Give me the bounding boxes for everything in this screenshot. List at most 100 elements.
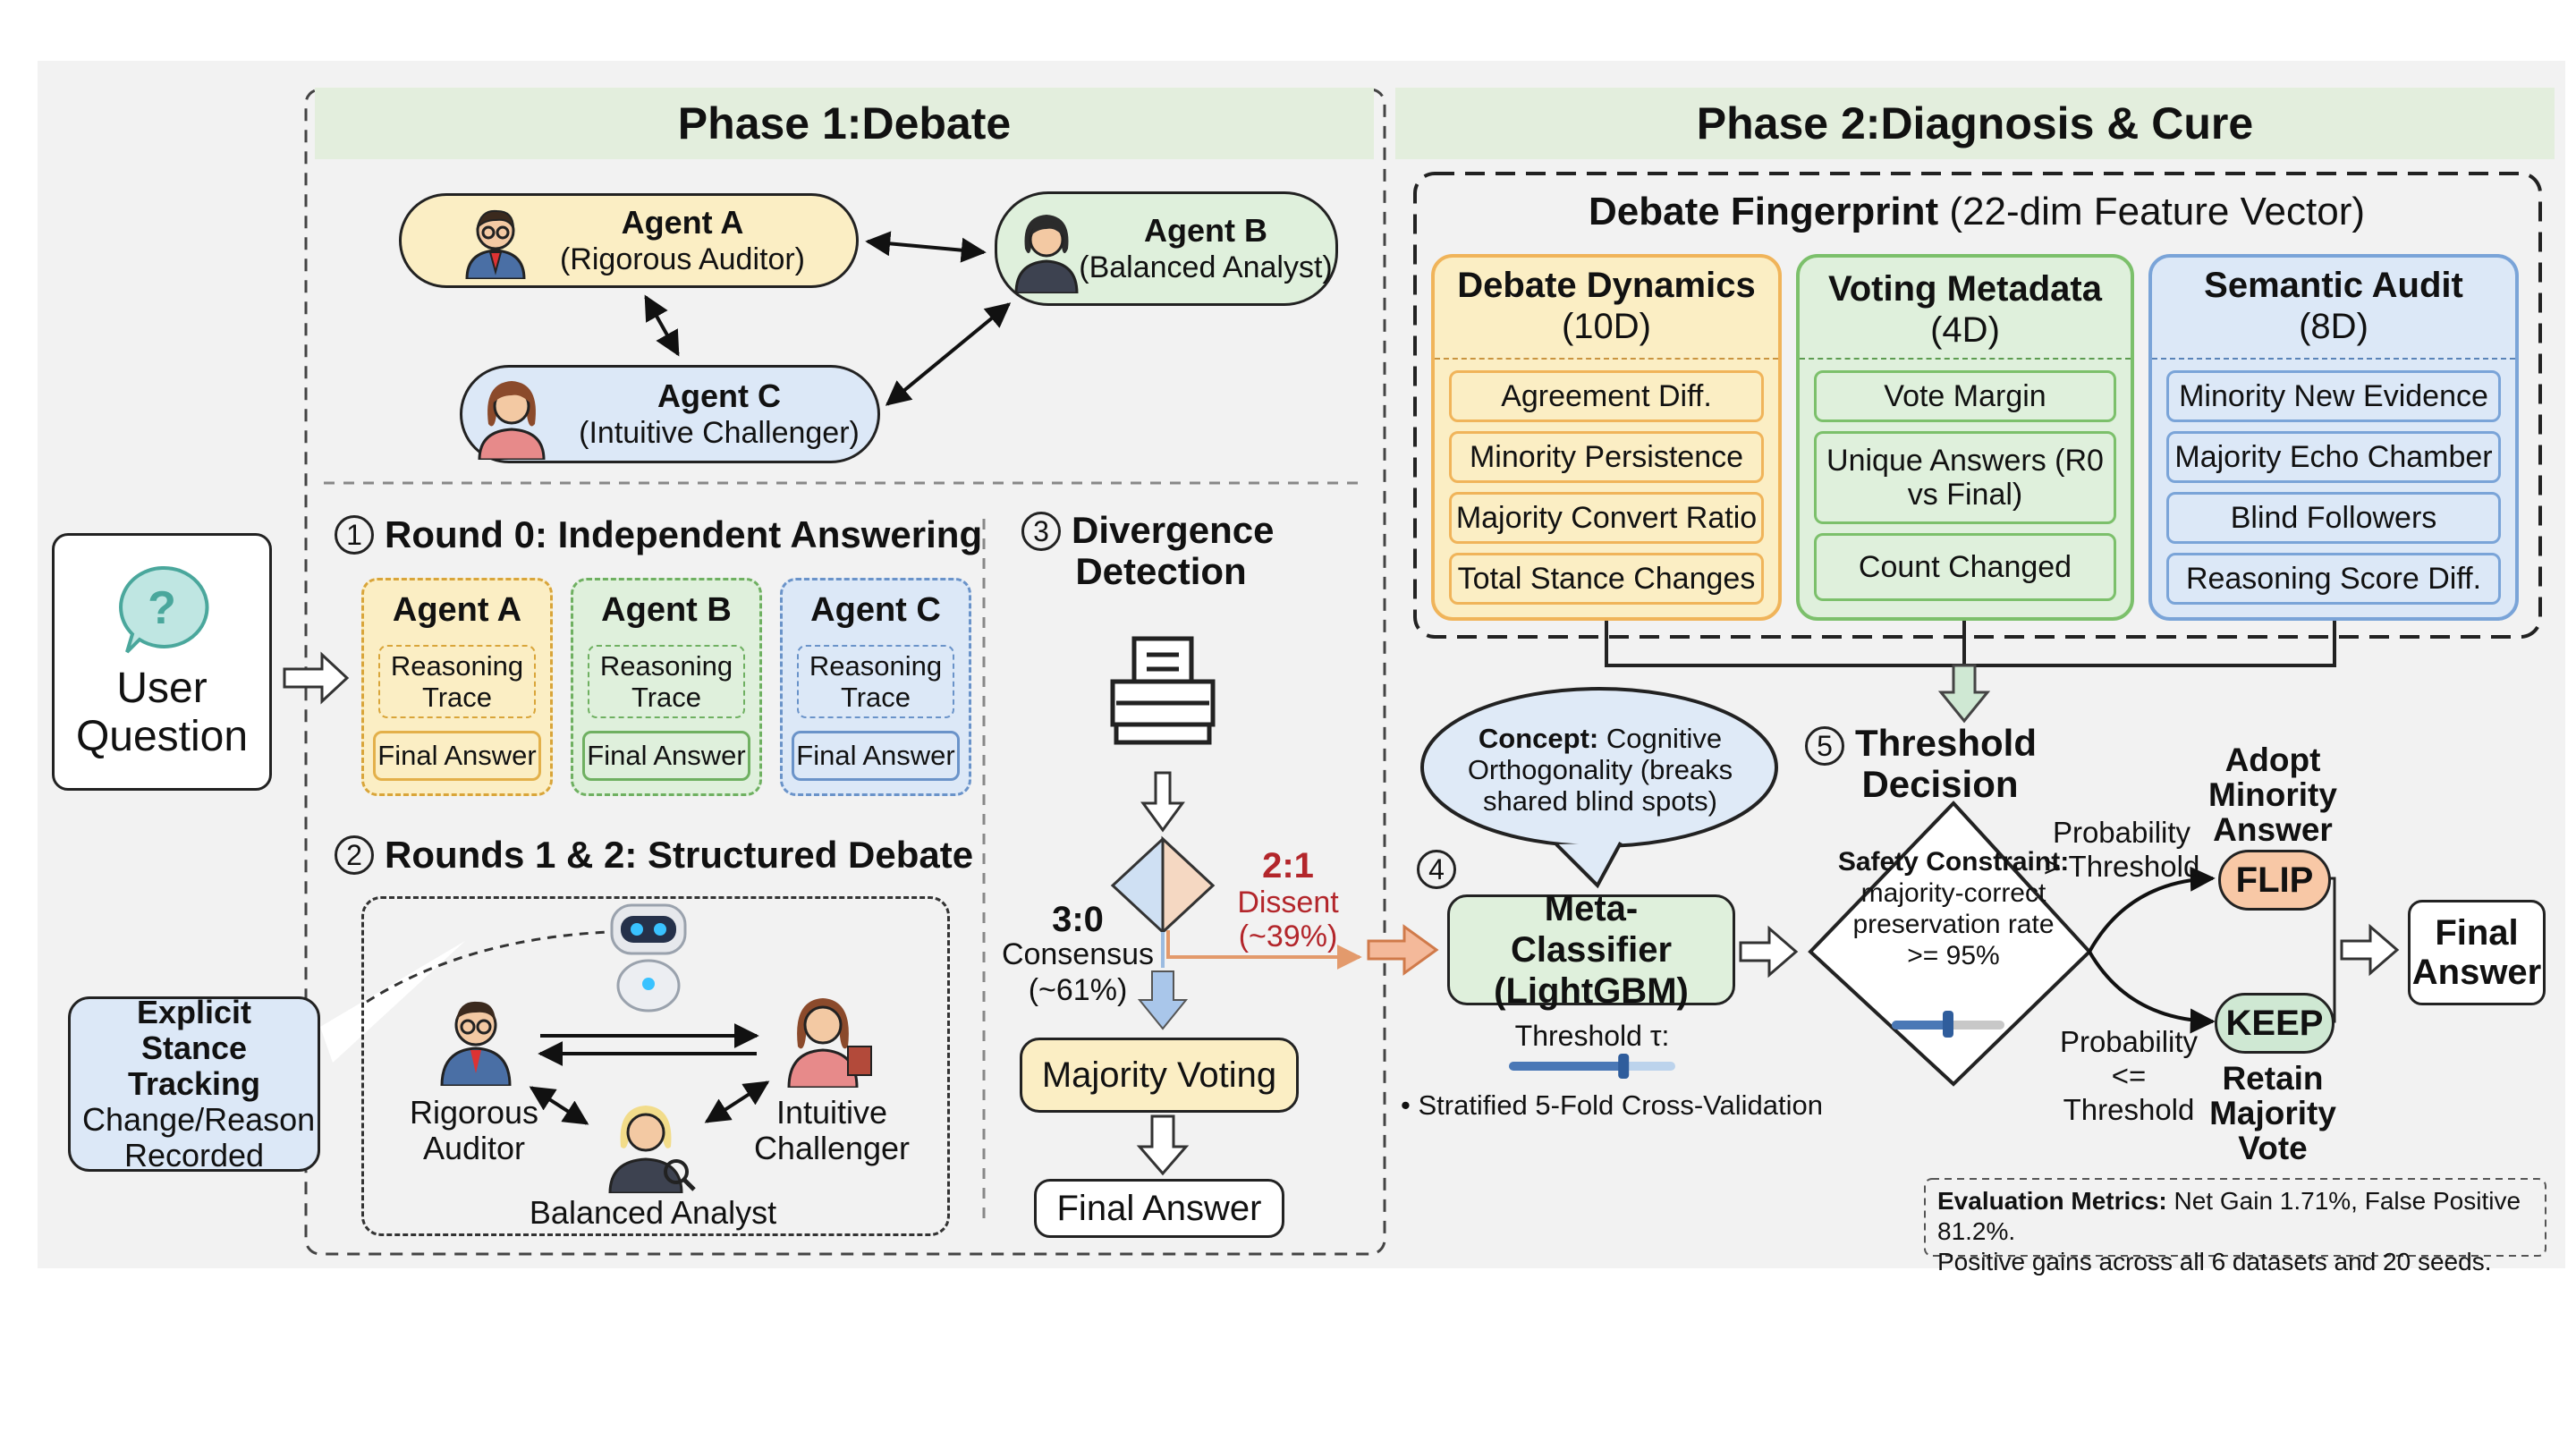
stance-callout-pointer <box>320 941 465 1063</box>
prob-le-label: Probability <= Threshold <box>2059 1025 2199 1126</box>
consensus-pct: (~61%) <box>1028 973 1128 1007</box>
fingerprint-bracket <box>1605 621 2336 667</box>
dissent-line <box>1166 930 1362 970</box>
arrow-voting-down <box>1136 1114 1190 1176</box>
voting-metadata-column: Voting Metadata (4D) Vote Margin Unique … <box>1796 254 2134 621</box>
user-question-label: User Question <box>75 665 249 760</box>
dissent-label: Dissent <box>1237 886 1339 919</box>
cv-note: • Stratified 5-Fold Cross-Validation <box>1401 1089 1824 1121</box>
feature-majority-convert-ratio: Majority Convert Ratio <box>1449 492 1764 544</box>
round0-agent-c-box: Agent C Reasoning Trace Final Answer <box>780 578 971 796</box>
threshold-title-text: Threshold Decision <box>1855 722 2038 805</box>
dissent-pct: (~39%) <box>1238 919 1338 953</box>
threshold-diamond <box>1808 801 2092 1087</box>
concept-bubble-tail <box>1555 842 1623 889</box>
safety-constraint-body: majority-correct preservation rate >= 95… <box>1852 878 2055 970</box>
feature-minority-new-evidence: Minority New Evidence <box>2166 370 2501 422</box>
evaluation-line-1: Evaluation Metrics: Net Gain 1.71%, Fals… <box>1937 1186 2546 1247</box>
divergence-diamond-right <box>1161 835 1216 936</box>
arrow-dissent-to-meta <box>1367 924 1439 976</box>
prob-gt-label: Probability > Threshold <box>2043 816 2200 883</box>
round0-agent-c-trace: Reasoning Trace <box>797 645 954 718</box>
feature-unique-answers: Unique Answers (R0 vs Final) <box>1814 431 2116 524</box>
feature-minority-persistence: Minority Persistence <box>1449 431 1764 483</box>
evaluation-line-2: Positive gains across all 6 datasets and… <box>1937 1248 2492 1275</box>
stance-tracking-desc: Change/Reason Recorded <box>82 1101 316 1174</box>
safety-constraint-text: Safety Constraint: majority-correct pres… <box>1837 846 2070 971</box>
concept-text: Concept: Cognitive Orthogonality (breaks… <box>1453 723 1748 817</box>
fingerprint-title-sub: (22-dim Feature Vector) <box>1949 190 2365 233</box>
flip-badge: FLIP <box>2218 850 2331 911</box>
round0-agent-b-title: Agent B <box>601 591 732 629</box>
balanced-analyst-label: Balanced Analyst <box>529 1194 777 1231</box>
round0-agent-a-trace: Reasoning Trace <box>378 645 536 718</box>
rounds12-title: 2 Rounds 1 & 2: Structured Debate <box>335 834 973 877</box>
safety-slider-knob[interactable] <box>1943 1011 1953 1038</box>
balanced-analyst-avatar-icon <box>1014 215 1079 293</box>
rounds12-num-badge: 2 <box>335 835 374 875</box>
branch-flip <box>2088 866 2216 953</box>
consensus-label: Consensus <box>1001 937 1155 971</box>
threshold-num-badge: 5 <box>1805 726 1844 766</box>
dissent-ratio: 2:1 <box>1262 846 1314 886</box>
evaluation-label: Evaluation Metrics: <box>1937 1187 2167 1215</box>
fingerprint-title: Debate Fingerprint (22-dim Feature Vecto… <box>1431 190 2522 234</box>
evaluation-metrics: Evaluation Metrics: Net Gain 1.71%, Fals… <box>1937 1186 2546 1277</box>
round0-title: 1 Round 0: Independent Answering <box>335 513 982 556</box>
threshold-tau-label: Threshold τ: <box>1514 1020 1670 1052</box>
rigorous-auditor-label: Rigorous Auditor <box>409 1094 539 1166</box>
balanced-analyst-figure-icon <box>608 1106 696 1193</box>
agent-c-role: (Intuitive Challenger) <box>579 416 860 450</box>
round0-agent-a-answer: Final Answer <box>373 731 541 781</box>
adopt-minority-label: Adopt Minority Answer <box>2208 741 2337 848</box>
debate-dynamics-dim: (10D) <box>1561 307 1652 346</box>
debate-dynamics-sep <box>1435 358 1778 360</box>
round0-agent-c-answer: Final Answer <box>792 731 960 781</box>
intuitive-challenger-avatar-icon <box>478 381 546 460</box>
feature-vote-margin: Vote Margin <box>1814 370 2116 422</box>
debate-dynamics-column: Debate Dynamics (10D) Agreement Diff. Mi… <box>1431 254 1782 621</box>
debate-arrow-right <box>704 1080 770 1123</box>
arrow-merge-to-final <box>2340 923 2400 977</box>
threshold-title: 5 Threshold Decision <box>1805 722 2038 805</box>
keep-badge: KEEP <box>2215 993 2334 1054</box>
question-bubble-icon: ? <box>119 565 209 654</box>
evaluation-frame <box>1924 1178 2546 1257</box>
arrow-fingerprint-down <box>1937 664 1991 724</box>
fingerprint-frame <box>1413 172 2542 639</box>
arrow-question-to-round0 <box>283 651 350 705</box>
majority-voting-box: Majority Voting <box>1020 1038 1299 1113</box>
round0-num-badge: 1 <box>335 515 374 555</box>
semantic-audit-dim: (8D) <box>2299 307 2368 346</box>
voting-metadata-name: Voting Metadata <box>1828 269 2102 309</box>
phase1-header: Phase 1:Debate <box>315 88 1374 159</box>
debate-dynamics-title: Debate Dynamics (10D) <box>1435 265 1778 347</box>
agent-c-name: Agent C <box>657 377 781 414</box>
voting-metadata-title: Voting Metadata (4D) <box>1800 268 2131 351</box>
phase2-final-answer-box: Final Answer <box>2408 900 2546 1005</box>
concept-label: Concept: <box>1478 723 1599 754</box>
branch-keep <box>2088 950 2216 1034</box>
safety-constraint-label: Safety Constraint: <box>1837 847 2070 877</box>
agent-b-name: Agent B <box>1144 212 1267 249</box>
rigorous-auditor-avatar-icon <box>465 209 526 279</box>
threshold-slider-knob[interactable] <box>1618 1054 1630 1079</box>
semantic-audit-name: Semantic Audit <box>2204 266 2463 305</box>
divergence-title-text: Divergence Detection <box>1072 509 1275 592</box>
feature-count-changed: Count Changed <box>1814 533 2116 601</box>
debate-frame <box>361 896 950 1236</box>
feature-total-stance-changes: Total Stance Changes <box>1449 553 1764 605</box>
agent-a-name: Agent A <box>621 204 744 241</box>
consensus-ratio: 3:0 <box>1052 900 1104 939</box>
round0-agent-b-answer: Final Answer <box>582 731 750 781</box>
debate-dynamics-name: Debate Dynamics <box>1457 266 1756 305</box>
arrow-a-b <box>865 231 987 263</box>
semantic-audit-sep <box>2152 358 2515 360</box>
semantic-audit-title: Semantic Audit (8D) <box>2152 265 2515 347</box>
meta-classifier-box: Meta-Classifier (LightGBM) <box>1447 889 1735 1011</box>
meta-num-badge: 4 <box>1417 850 1467 889</box>
rigorous-auditor-figure-icon <box>440 1001 512 1086</box>
feature-agreement-diff: Agreement Diff. <box>1449 370 1764 422</box>
